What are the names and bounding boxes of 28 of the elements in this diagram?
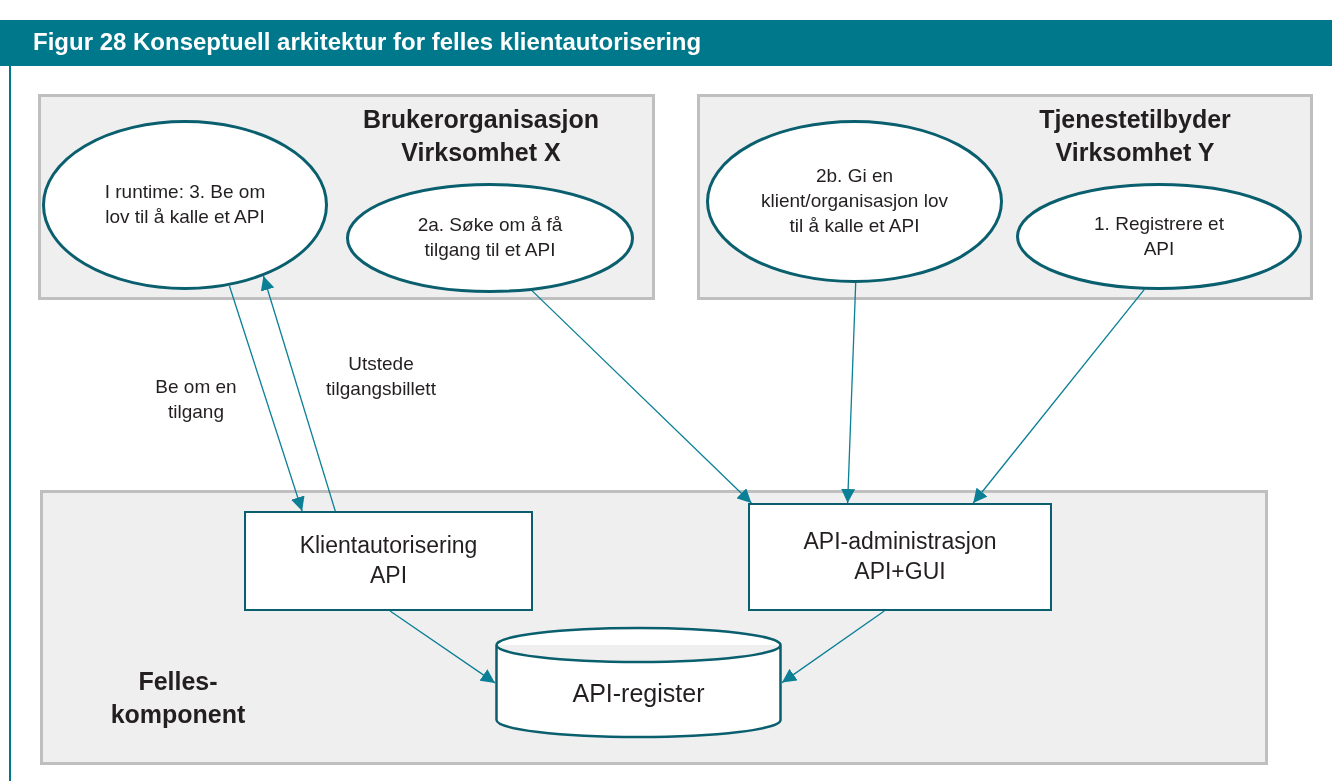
process-box xyxy=(748,503,1052,611)
node-label: 2b. Gi en klient/organisasjon lov til å kalle et API xyxy=(760,164,949,238)
database-cylinder xyxy=(495,628,782,737)
arrow xyxy=(781,610,885,684)
group-panel xyxy=(38,94,655,300)
arrow xyxy=(389,610,496,684)
ellipse-node xyxy=(706,120,1003,283)
node-label: 1. Registrere et API xyxy=(1093,211,1225,261)
node-label: 2a. Søke om å få tilgang til et API xyxy=(416,213,564,262)
ellipse-node xyxy=(346,183,634,293)
group-title: Tjenestetilbyder Virksomhet Y xyxy=(1038,104,1232,168)
figure-title: Figur 28 Konseptuell arkitektur for felles klientautorisering xyxy=(33,28,702,56)
node-label: API-administrasjon API+GUI xyxy=(802,527,998,586)
node-label: Klientautorisering API xyxy=(298,531,479,590)
arrow xyxy=(531,289,753,504)
node-label: API-register xyxy=(572,678,705,710)
process-box xyxy=(244,511,533,611)
ellipse-node xyxy=(1016,183,1302,290)
arrow xyxy=(841,282,857,504)
arrow xyxy=(260,275,336,512)
arrow xyxy=(972,289,1145,504)
arrow xyxy=(228,285,305,512)
group-panel xyxy=(40,490,1268,765)
ellipse-node xyxy=(42,120,328,290)
node-label: I runtime: 3. Be om lov til å kalle et API xyxy=(103,180,267,229)
group-title: Felles- komponent xyxy=(109,666,247,730)
group-panel xyxy=(697,94,1313,300)
group-title: Brukerorganisasjon Virksomhet X xyxy=(361,104,601,168)
